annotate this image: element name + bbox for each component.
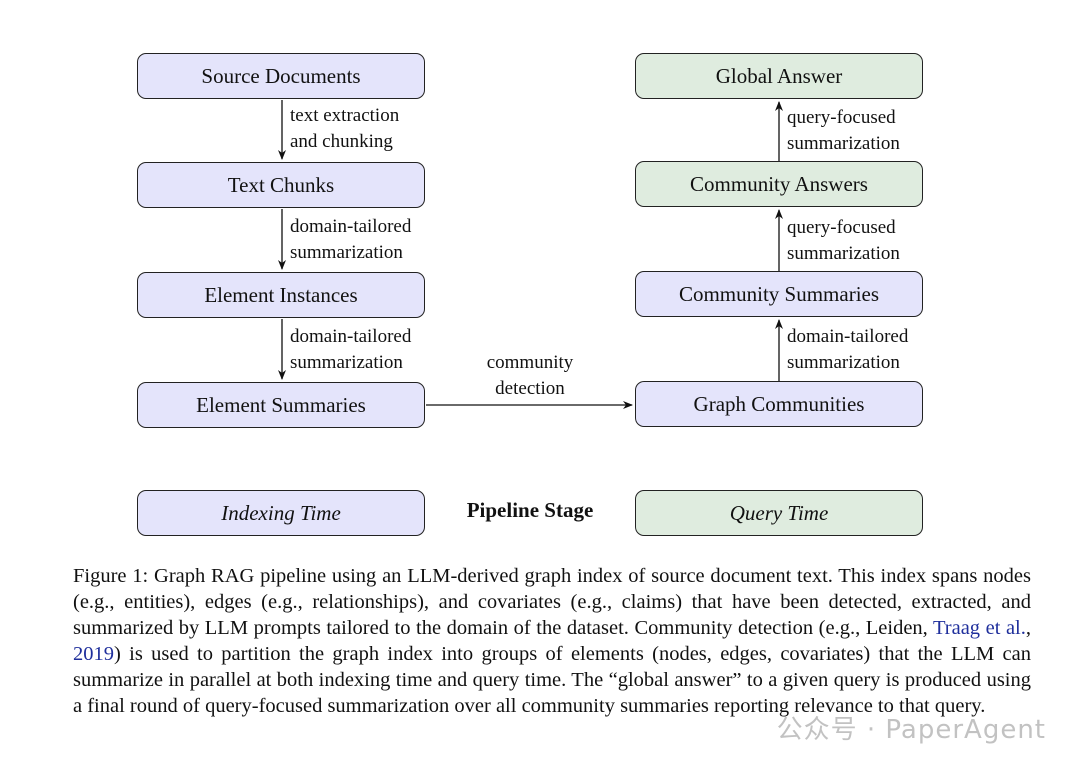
- community-summaries-label: Community Summaries: [678, 281, 880, 306]
- edge-label-line: domain-tailored: [290, 216, 412, 237]
- edge-label-line: summarization: [787, 243, 900, 264]
- graph-communities-label: Graph Communities: [693, 391, 865, 416]
- query-focused-label-1: query-focused summarization: [787, 215, 900, 267]
- edge-label-line: community: [486, 352, 574, 373]
- text-extraction-label: text extraction and chunking: [290, 103, 399, 155]
- edge-label-line: summarization: [787, 133, 900, 154]
- edge-label-line: and chunking: [290, 131, 393, 152]
- source-documents-label: Source Documents: [201, 63, 361, 88]
- community-detection-label: community detection: [460, 350, 600, 402]
- edge-label-line: query-focused: [787, 107, 896, 128]
- edge-label-line: domain-tailored: [787, 326, 909, 347]
- citation-year-link[interactable]: 2019: [73, 643, 114, 665]
- community-answers-label: Community Answers: [690, 171, 868, 196]
- domain-tailored-label-1: domain-tailored summarization: [290, 214, 411, 266]
- legend-query-time-label: Query Time: [729, 500, 829, 525]
- watermark: 公众号 · PaperAgent: [776, 715, 1046, 745]
- figure-caption: Figure 1: Graph RAG pipeline using an LL…: [73, 563, 1031, 719]
- legend-query-time: Query Time: [635, 490, 923, 536]
- domain-tailored-label-3: domain-tailored summarization: [787, 324, 908, 376]
- element-summaries-label: Element Summaries: [196, 392, 366, 417]
- edge-label-line: summarization: [787, 352, 900, 373]
- text-chunks-node: Text Chunks: [137, 162, 425, 208]
- element-instances-label: Element Instances: [204, 282, 358, 307]
- community-answers-node: Community Answers: [635, 161, 923, 207]
- source-documents-node: Source Documents: [137, 53, 425, 99]
- legend-indexing-time: Indexing Time: [137, 490, 425, 536]
- legend-pipeline-stage: Pipeline Stage: [466, 498, 594, 522]
- query-focused-label-2: query-focused summarization: [787, 105, 900, 157]
- caption-text: ) is used to partition the graph index i…: [73, 643, 1031, 717]
- edge-label-line: text extraction: [290, 105, 400, 126]
- graph-communities-node: Graph Communities: [635, 381, 923, 427]
- edge-label-line: summarization: [290, 242, 403, 263]
- domain-tailored-label-2: domain-tailored summarization: [290, 324, 411, 376]
- edge-label-line: domain-tailored: [290, 326, 412, 347]
- edge-label-line: detection: [495, 378, 565, 399]
- community-summaries-node: Community Summaries: [635, 271, 923, 317]
- caption-text: ,: [1025, 617, 1032, 639]
- element-summaries-node: Element Summaries: [137, 382, 425, 428]
- global-answer-label: Global Answer: [715, 63, 843, 88]
- text-chunks-label: Text Chunks: [227, 172, 335, 197]
- edge-label-line: query-focused: [787, 217, 896, 238]
- legend-indexing-time-label: Indexing Time: [221, 500, 341, 525]
- caption-text: Figure 1: Graph RAG pipeline using an LL…: [73, 565, 1031, 639]
- element-instances-node: Element Instances: [137, 272, 425, 318]
- global-answer-node: Global Answer: [635, 53, 923, 99]
- citation-author-link[interactable]: Traag et al.: [932, 617, 1026, 639]
- edge-label-line: summarization: [290, 352, 403, 373]
